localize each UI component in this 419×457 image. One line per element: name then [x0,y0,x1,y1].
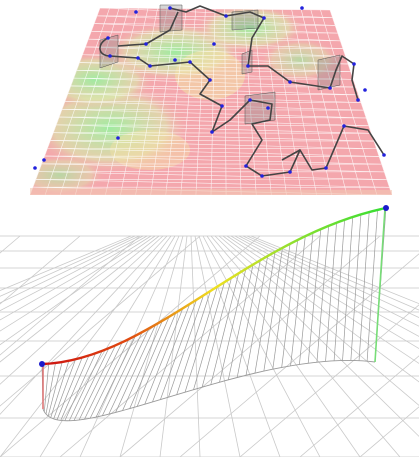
curve-end-point[interactable] [383,205,389,211]
colored-curve [40,206,388,366]
curve-projection [42,360,376,422]
floor-grid [0,235,419,457]
curve-3d-view[interactable] [0,196,419,457]
end-pole [374,207,386,363]
terrain-3d-view[interactable] [0,0,419,196]
curve-start-point[interactable] [39,361,45,367]
terrain-surface [30,8,392,195]
path-walls [99,4,341,125]
curve-canvas [0,205,419,457]
terrain-canvas [30,4,392,195]
waypoints [33,6,386,178]
